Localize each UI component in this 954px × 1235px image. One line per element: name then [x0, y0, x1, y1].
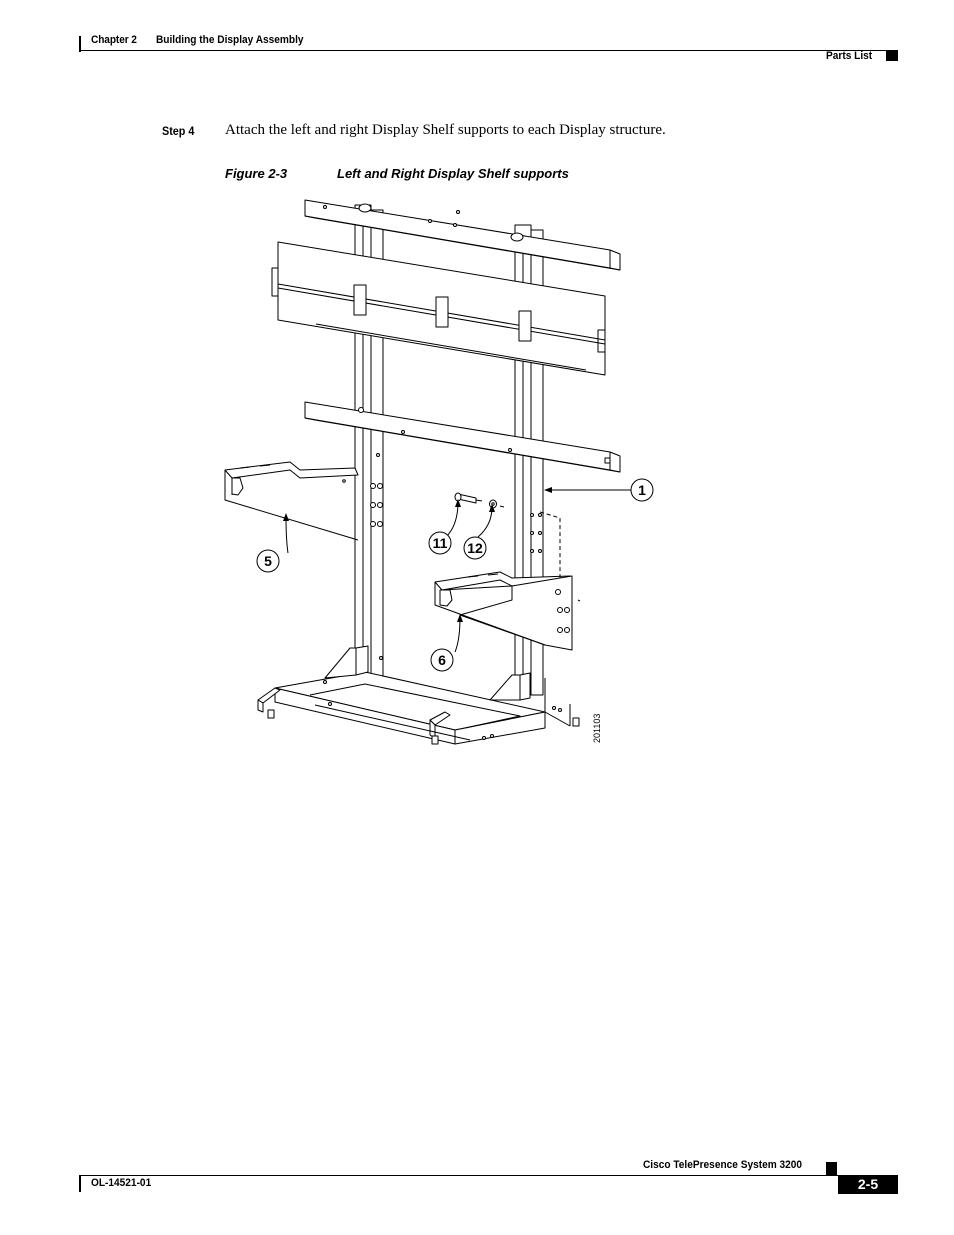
base-gussets	[324, 645, 571, 727]
header-left-bar	[79, 36, 81, 52]
base-frame	[257, 656, 580, 745]
right-shelf-support	[434, 571, 581, 651]
left-post-holes	[361, 453, 383, 662]
figure-art-number: 201103	[592, 714, 602, 743]
header-chapter: Chapter 2	[91, 34, 137, 46]
footer-page-number: 2-5	[838, 1175, 898, 1194]
header-section: Parts List	[825, 50, 872, 62]
callout-6: 6	[430, 648, 454, 672]
callout-11: 11	[428, 531, 452, 555]
footer-marker-block	[826, 1162, 837, 1175]
callout-leaders	[285, 489, 631, 653]
header-marker-block	[886, 50, 898, 61]
svg-text:11: 11	[433, 535, 448, 551]
figure-title: Left and Right Display Shelf supports	[337, 166, 569, 181]
display-assembly-illustration: 1 5 6 11 12 201103	[224, 199, 654, 745]
callout-arrowheads	[283, 487, 552, 622]
top-crossbar	[304, 199, 621, 271]
step-text: Attach the left and right Display Shelf …	[225, 122, 666, 138]
right-post-holes	[530, 513, 542, 553]
header-rule	[79, 50, 898, 51]
footer-left-bar	[79, 1175, 81, 1192]
step-label: Step 4	[162, 124, 195, 138]
callout-12: 12	[463, 536, 487, 560]
footer-rule	[79, 1175, 898, 1176]
callout-1: 1	[630, 478, 654, 502]
footer-doc-title: Cisco TelePresence System 3200	[643, 1159, 803, 1171]
svg-text:5: 5	[264, 553, 272, 569]
figure-label: Figure 2-3	[225, 166, 288, 181]
header-chapter-title: Building the Display Assembly	[156, 34, 304, 46]
svg-text:6: 6	[438, 652, 446, 668]
middle-crossbar	[304, 401, 621, 473]
svg-text:12: 12	[467, 540, 483, 556]
footer-doc-number: OL-14521-01	[91, 1177, 152, 1189]
display-mounting-plate	[271, 241, 606, 376]
left-shelf-support	[224, 461, 359, 541]
bolt-and-washer	[454, 492, 505, 509]
svg-text:1: 1	[638, 482, 646, 498]
callout-5: 5	[256, 549, 280, 573]
